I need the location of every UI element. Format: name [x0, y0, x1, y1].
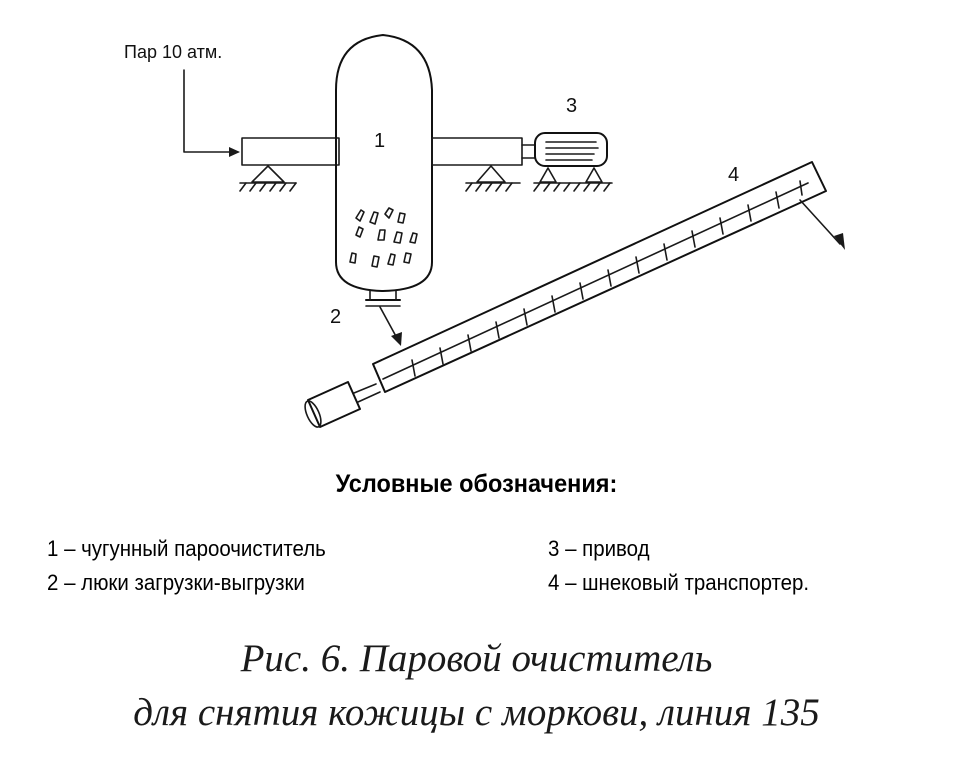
drive-motor: [533, 132, 613, 192]
callout-2: 2: [330, 306, 341, 328]
unload-hatch: [365, 290, 402, 346]
legend-item-2: 2 – люки загрузки-выгрузки: [47, 570, 305, 595]
conveyor-motor: [304, 381, 381, 428]
steam-inlet-label: Пар 10 атм.: [124, 42, 222, 62]
legend-item-4: 4 – шнековый транспортер.: [548, 570, 810, 595]
legend-item-1: 1 – чугунный пароочиститель: [47, 536, 326, 561]
callout-4: 4: [728, 164, 739, 186]
legend-title: Условные обозначения:: [335, 470, 618, 498]
carrot-pieces: [349, 207, 418, 268]
left-shaft-housing: [241, 137, 340, 166]
right-shaft-housing: [431, 137, 536, 166]
left-support: [239, 165, 297, 192]
legend-item-3: 3 – привод: [548, 536, 650, 561]
figure-caption-line-1: Рис. 6. Паровой очиститель: [240, 637, 713, 680]
callout-1: 1: [374, 130, 385, 152]
figure-caption-line-2: для снятия кожицы с моркови, линия 135: [133, 691, 820, 734]
middle-support: [465, 165, 521, 192]
discharge-arrow: [799, 199, 845, 250]
screw-conveyor: [372, 161, 827, 393]
steam-inlet-pipe: [183, 69, 240, 157]
callout-3: 3: [566, 95, 577, 117]
steam-peeler-diagram: Пар 10 атм. 1: [124, 34, 845, 428]
steam-vessel: [335, 34, 433, 292]
